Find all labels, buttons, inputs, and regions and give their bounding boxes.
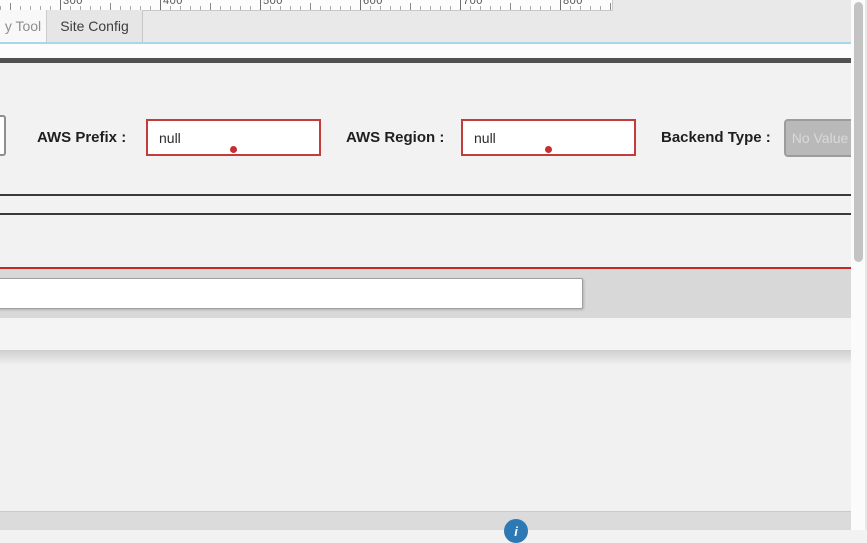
ruler-tick-label: 700 <box>463 0 483 7</box>
lower-panel <box>0 365 851 511</box>
site-config-panel: AWS Prefix : AWS Region : Backend Type :… <box>0 63 851 511</box>
info-icon-glyph: i <box>514 523 518 539</box>
backend-type-value: No Value <box>791 130 849 146</box>
tab-query-tool[interactable]: y Tool <box>0 10 47 42</box>
aws-region-field-wrap <box>461 119 636 156</box>
panel-shadow <box>0 350 851 365</box>
aws-region-label: AWS Region : <box>346 129 445 146</box>
ruler-tick-label: 400 <box>163 0 183 7</box>
backend-type-label: Backend Type : <box>661 129 771 146</box>
error-dot-icon <box>230 146 237 153</box>
panel-divider-handle[interactable] <box>0 58 851 63</box>
divider-line <box>0 213 851 215</box>
tab-query-tool-label: y Tool <box>4 18 42 34</box>
vertical-scrollbar[interactable] <box>851 0 867 530</box>
red-divider-line <box>0 267 851 269</box>
tab-site-config[interactable]: Site Config <box>47 10 143 42</box>
backend-type-select[interactable]: No Value <box>784 119 851 157</box>
results-panel <box>0 318 851 350</box>
cutoff-left-input[interactable] <box>0 115 6 156</box>
tab-site-config-label: Site Config <box>60 18 129 34</box>
header-spacer <box>0 44 851 58</box>
tab-bar: y Tool Site Config <box>0 10 851 44</box>
info-icon[interactable]: i <box>504 519 528 543</box>
scrollbar-thumb[interactable] <box>854 2 863 262</box>
ruler-tick-label: 600 <box>363 0 383 7</box>
status-bar <box>0 511 851 530</box>
divider-line <box>0 194 851 196</box>
filter-text-input[interactable] <box>0 278 583 309</box>
aws-prefix-field-wrap <box>146 119 321 156</box>
ruler-tick-label: 300 <box>63 0 83 7</box>
horizontal-ruler: 300 400 500 600 700 800 <box>0 0 613 11</box>
error-dot-icon <box>545 146 552 153</box>
aws-prefix-label: AWS Prefix : <box>37 129 127 146</box>
filter-toolbar <box>0 269 851 318</box>
ruler-tick-label: 500 <box>263 0 283 7</box>
ruler-tick-label: 800 <box>563 0 583 7</box>
